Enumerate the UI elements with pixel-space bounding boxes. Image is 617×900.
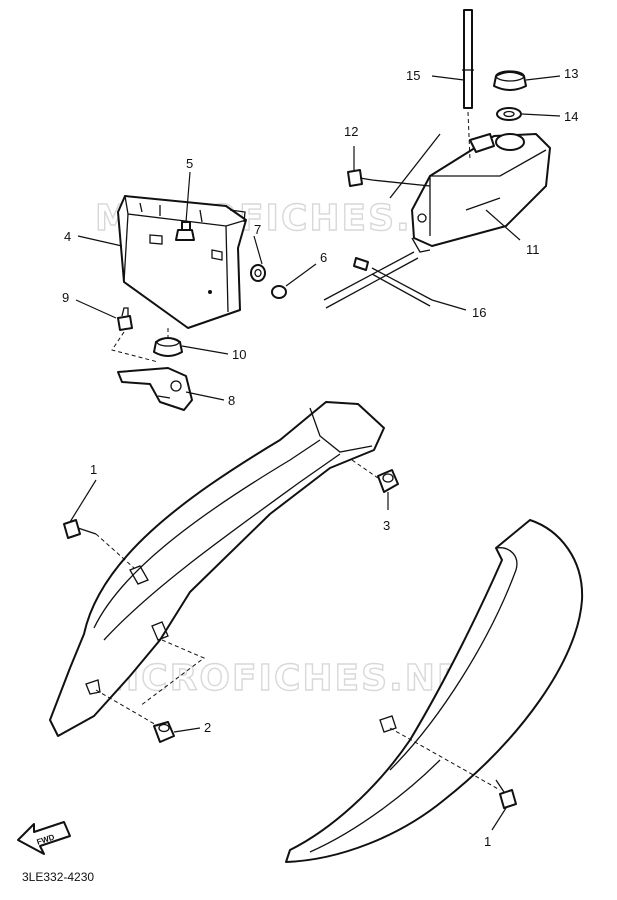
bolt-1-right bbox=[495, 779, 517, 809]
dash-cover-3 bbox=[351, 459, 379, 479]
cap-13 bbox=[493, 70, 527, 91]
callout-8: 8 bbox=[228, 393, 235, 408]
grommet-6 bbox=[271, 285, 287, 299]
grommet-10 bbox=[153, 337, 183, 357]
battery-box bbox=[117, 195, 247, 329]
dash-cover-2b bbox=[139, 639, 205, 707]
callout-1-right: 1 bbox=[484, 834, 491, 849]
oil-tank bbox=[411, 133, 551, 253]
bolt-5 bbox=[175, 221, 195, 241]
callout-10: 10 bbox=[232, 347, 246, 362]
diagram-code: 3LE332-4230 bbox=[22, 870, 95, 884]
callout-13: 13 bbox=[564, 66, 578, 81]
collar-7 bbox=[250, 264, 266, 282]
side-cover-left bbox=[49, 401, 385, 737]
grommet-2 bbox=[153, 721, 175, 743]
bolt-1-left bbox=[63, 519, 97, 539]
lead-tank-left bbox=[389, 133, 441, 199]
callout-9: 9 bbox=[62, 290, 69, 305]
callout-14: 14 bbox=[564, 109, 578, 124]
callout-12: 12 bbox=[344, 124, 358, 139]
bolt-9 bbox=[117, 307, 133, 331]
callout-16: 16 bbox=[472, 305, 486, 320]
callout-11: 11 bbox=[526, 242, 540, 257]
leader-lines bbox=[69, 75, 561, 831]
dash-cover-1 bbox=[389, 727, 501, 791]
callout-7: 7 bbox=[254, 222, 261, 237]
callout-3: 3 bbox=[383, 518, 390, 533]
rod-15 bbox=[462, 9, 474, 109]
watermark-bottom: MICROFICHES.NET bbox=[88, 658, 490, 699]
callout-15: 15 bbox=[406, 68, 420, 83]
callout-6: 6 bbox=[320, 250, 327, 265]
side-cover-right bbox=[285, 519, 584, 863]
callout-5: 5 bbox=[186, 156, 193, 171]
callout-1-left: 1 bbox=[90, 462, 97, 477]
dash-9-8 bbox=[111, 331, 159, 363]
fwd-arrow-icon: FWD bbox=[17, 821, 71, 855]
callout-4: 4 bbox=[64, 229, 71, 244]
bolt-12 bbox=[347, 169, 373, 187]
grommet-3 bbox=[377, 469, 399, 493]
callout-2: 2 bbox=[204, 720, 211, 735]
hose-16 bbox=[323, 251, 433, 309]
dash-cover-2a bbox=[95, 689, 159, 727]
gasket-14 bbox=[496, 107, 522, 121]
dash-rod-tank bbox=[467, 111, 471, 161]
dash-1-cover bbox=[95, 533, 135, 569]
bracket-8 bbox=[117, 367, 193, 411]
